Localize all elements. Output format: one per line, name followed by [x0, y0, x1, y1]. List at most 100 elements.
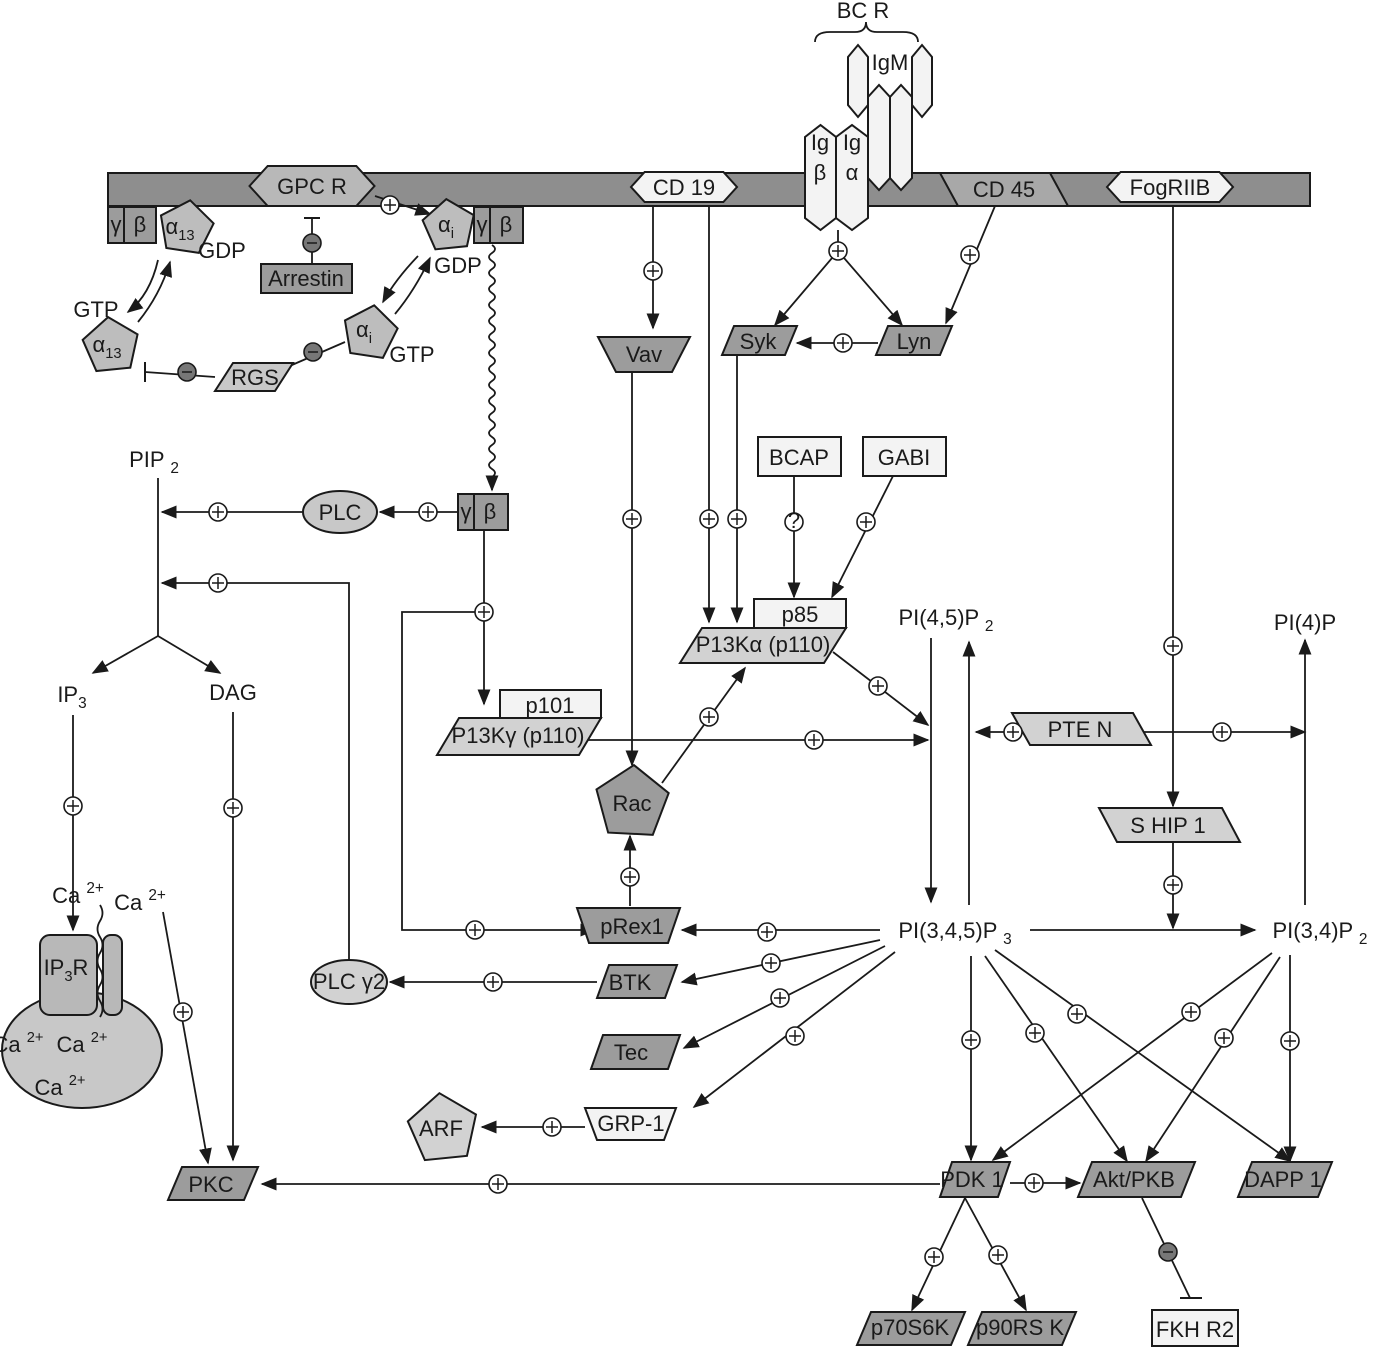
calcium-release-wave [96, 904, 104, 1018]
node-pi34p2[interactable]: PI(3,4)P 2 [1273, 918, 1368, 948]
node-pip2[interactable]: PIP 2 [129, 447, 179, 477]
node-b1[interactable]: β [123, 206, 157, 244]
node-ship1[interactable]: S HIP 1 [1097, 807, 1242, 843]
akt-shape [1076, 1161, 1197, 1198]
node-pi3ka[interactable]: P13Kα (p110) [678, 627, 848, 664]
node-a13b[interactable]: α13 [81, 315, 139, 373]
node-akt[interactable]: Akt/PKB [1076, 1161, 1197, 1198]
node-g1[interactable]: γ [107, 206, 125, 244]
pkc-label: PKC [188, 1172, 233, 1197]
p70-label: p70S6K [871, 1315, 950, 1340]
node-aib[interactable]: αi [343, 304, 399, 359]
node-pip3[interactable]: PI(3,4,5)P 3 [898, 918, 1011, 948]
fkhr2-label: FKH R2 [1156, 1317, 1234, 1342]
node-ca2[interactable]: Ca 2+ [114, 887, 166, 915]
node-prex1[interactable]: pRex1 [575, 907, 682, 944]
node-p85[interactable]: p85 [753, 598, 847, 629]
node-plcg2[interactable]: PLC γ2 [310, 959, 388, 1005]
node-p101[interactable]: p101 [499, 689, 602, 719]
node-p90[interactable]: p90RS K [966, 1311, 1078, 1346]
node-pten[interactable]: PTE N [1010, 712, 1153, 746]
aib-label: αi [356, 317, 372, 347]
g2-label-main: γ [477, 212, 488, 237]
activation-plus-icon [542, 1117, 562, 1137]
pi3kg-shape [435, 717, 603, 756]
node-igm[interactable]: IgM [872, 50, 909, 75]
node-ip3r[interactable]: IP3R [44, 955, 89, 985]
node-gtp2[interactable]: GTP [389, 342, 434, 367]
iga-label-main: Ig [843, 130, 861, 155]
b1-box [123, 206, 157, 244]
igm-receptor [847, 43, 933, 192]
cd19-label-main: CD 19 [653, 175, 715, 200]
node-tec[interactable]: Tec [589, 1034, 682, 1070]
activation-plus-icon [483, 972, 503, 992]
g3-label-main: γ [461, 499, 472, 524]
g2-label: γ [477, 212, 488, 237]
iga-label: Ig [843, 130, 861, 155]
node-ca5[interactable]: Ca 2+ [35, 1073, 86, 1100]
node-btk[interactable]: BTK [595, 964, 679, 999]
node-pi4p[interactable]: PI(4)P [1274, 610, 1336, 635]
ca3-label-sup: 2+ [27, 1030, 44, 1046]
grp1-shape [583, 1107, 678, 1141]
node-cd45[interactable]: CD 45 [938, 172, 1070, 207]
node-ip3[interactable]: IP3 [57, 682, 86, 712]
node-pdk1[interactable]: PDK 1 [938, 1161, 1012, 1198]
node-dag[interactable]: DAG [209, 680, 257, 705]
node-arf[interactable]: ARF [406, 1091, 478, 1162]
node-b3[interactable]: β [473, 493, 509, 531]
node-pi3kg[interactable]: P13Kγ (p110) [435, 717, 603, 756]
node-ca1[interactable]: Ca 2+ [52, 880, 104, 908]
syk-label-main: Syk [740, 329, 778, 354]
node-iga[interactable]: Igα [835, 123, 869, 232]
node-bcap[interactable]: BCAP [757, 436, 842, 477]
grp1-label: GRP-1 [597, 1111, 664, 1136]
node-vav[interactable]: Vav [596, 336, 692, 373]
activation-plus-icon [960, 245, 980, 265]
edge [831, 475, 894, 599]
node-gabi[interactable]: GABI [862, 436, 947, 477]
unknown-mark-icon: ? [784, 508, 804, 533]
edge [837, 250, 904, 327]
node-grp1[interactable]: GRP-1 [583, 1107, 678, 1141]
node-fkhr2[interactable]: FKH R2 [1151, 1309, 1239, 1347]
prex1-label: pRex1 [600, 914, 664, 939]
node-g2[interactable]: γ [473, 206, 491, 244]
ip3-label-main: IP [57, 682, 78, 707]
node-gdp2[interactable]: GDP [434, 253, 482, 278]
pip3-label-sub: 3 [1003, 931, 1012, 948]
node-rac[interactable]: Rac [595, 763, 670, 836]
ca2-label-main: Ca [114, 890, 148, 915]
activation-plus-icon [223, 798, 243, 818]
node-pkc[interactable]: PKC [166, 1166, 260, 1201]
node-cd19[interactable]: CD 19 [629, 171, 739, 203]
node-gpcr[interactable]: GPC R [248, 165, 376, 207]
node-ca4[interactable]: Ca 2+ [57, 1030, 108, 1057]
aia-label: αi [438, 212, 454, 242]
node-g3[interactable]: γ [457, 493, 475, 531]
node-pi45p2[interactable]: PI(4,5)P 2 [899, 605, 994, 635]
node-syk[interactable]: Syk [720, 325, 799, 356]
ip3r-label: IP3R [44, 955, 89, 985]
node-b2[interactable]: β [489, 206, 524, 244]
node-lyn[interactable]: Lyn [874, 325, 954, 356]
ip3r-channel-half [102, 934, 123, 1016]
node-rgs[interactable]: RGS [213, 362, 295, 392]
activation-plus-icon [380, 195, 400, 215]
b2-label-main: β [500, 212, 513, 237]
node-plc[interactable]: PLC [302, 490, 378, 534]
node-ca3[interactable]: Ca 2+ [0, 1030, 44, 1057]
ip3r-label-tail: R [73, 955, 89, 980]
node-arrestin[interactable]: Arrestin [260, 263, 353, 294]
node-a13a[interactable]: α13 [159, 199, 215, 254]
node-igb[interactable]: Igβ [804, 123, 837, 232]
node-gdp1[interactable]: GDP [198, 238, 246, 263]
node-aia[interactable]: αi [421, 197, 475, 251]
node-dapp1[interactable]: DAPP 1 [1236, 1161, 1334, 1198]
aia-label-main: α [438, 212, 451, 237]
node-fcgr[interactable]: FogRIIB [1105, 171, 1235, 203]
activation-plus-icon [474, 602, 494, 622]
node-p70[interactable]: p70S6K [855, 1311, 967, 1346]
